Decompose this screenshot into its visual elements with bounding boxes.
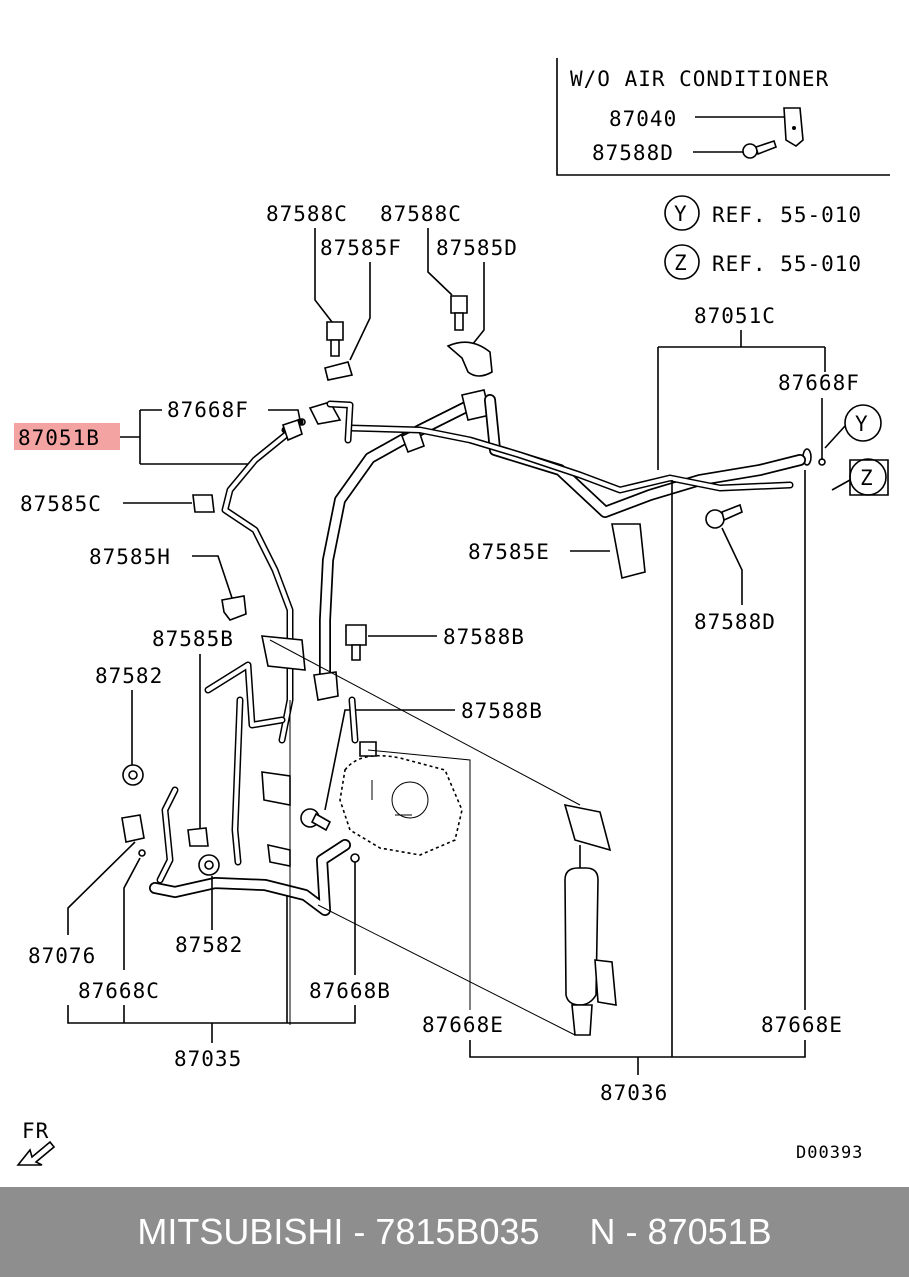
callout-87076[interactable]: 87076 xyxy=(28,944,96,968)
clip-87585h-icon xyxy=(221,595,247,621)
svg-text:Z: Z xyxy=(860,466,874,490)
bolt-87588c-left-icon xyxy=(326,321,344,357)
callout-87588c-right[interactable]: 87588C xyxy=(380,202,462,226)
svg-text:Z: Z xyxy=(674,251,688,275)
callout-87588c-left[interactable]: 87588C xyxy=(266,202,348,226)
bolt-87588b-top-icon xyxy=(345,624,367,661)
footer-text: MITSUBISHI - 7815B035 N - 87051B xyxy=(137,1211,771,1253)
callout-87588b-mid[interactable]: 87588B xyxy=(461,699,543,723)
callout-87585e[interactable]: 87585E xyxy=(468,540,550,564)
receiver-drier-icon xyxy=(563,803,617,1036)
bracket-center-mid-icon xyxy=(261,771,291,806)
front-arrow-icon: FR xyxy=(16,1119,56,1166)
callout-87585h[interactable]: 87585H xyxy=(89,545,171,569)
callout-87588d[interactable]: 87588D xyxy=(694,610,776,634)
connector-z: Z xyxy=(831,458,889,496)
diagram-code: D00393 xyxy=(796,1143,863,1163)
callout-87582-top[interactable]: 87582 xyxy=(95,664,163,688)
callout-87585f[interactable]: 87585F xyxy=(320,236,402,260)
inset-part-87588d[interactable]: 87588D xyxy=(592,141,674,165)
highlight-87051b xyxy=(14,423,120,450)
parts-diagram: W/O AIR CONDITIONER 87040 87588D Y REF. … xyxy=(14,58,890,1166)
svg-text:Y: Y xyxy=(674,202,688,226)
callout-87036[interactable]: 87036 xyxy=(600,1081,668,1105)
inset-part-87040[interactable]: 87040 xyxy=(609,107,677,131)
bolt-87588c-right-icon xyxy=(450,295,468,331)
bracket-center-low-icon xyxy=(267,843,291,867)
inset-title: W/O AIR CONDITIONER xyxy=(570,67,829,91)
ref-y-text: REF. 55-010 xyxy=(712,203,862,227)
inset-without-ac: W/O AIR CONDITIONER 87040 87588D xyxy=(556,58,890,176)
ref-z: Z REF. 55-010 xyxy=(664,244,862,280)
nut-87582-top-icon xyxy=(122,764,144,786)
callout-87668b[interactable]: 87668B xyxy=(309,979,391,1003)
pipe-87051c xyxy=(308,394,806,518)
bolt-87588b-mid-icon xyxy=(300,808,332,832)
callout-87588b-top[interactable]: 87588B xyxy=(443,625,525,649)
callout-87585b[interactable]: 87585B xyxy=(152,627,234,651)
callout-87582-bottom[interactable]: 87582 xyxy=(175,933,243,957)
footer-ref: N - 87051B xyxy=(589,1211,772,1252)
switch-87076-icon xyxy=(121,814,145,843)
callout-87051c[interactable]: 87051C xyxy=(694,304,776,328)
fr-label: FR xyxy=(22,1119,49,1143)
svg-text:Y: Y xyxy=(855,412,869,436)
compressor-icon xyxy=(339,741,463,856)
clip-87585b-icon xyxy=(187,827,209,847)
callout-87668f-right[interactable]: 87668F xyxy=(778,371,860,395)
bracket-center-top-icon xyxy=(261,635,306,671)
footer-bar: MITSUBISHI - 7815B035 N - 87051B xyxy=(0,1187,909,1277)
ref-z-text: REF. 55-010 xyxy=(712,252,862,276)
clip-87585f-icon xyxy=(324,361,354,381)
callout-87668c[interactable]: 87668C xyxy=(78,979,160,1003)
pipe-87035 xyxy=(149,661,351,916)
callout-87051b[interactable]: 87051B xyxy=(18,426,100,450)
ref-y: Y REF. 55-010 xyxy=(664,195,862,231)
callout-87585c[interactable]: 87585C xyxy=(20,492,102,516)
grommet-87585c-icon xyxy=(192,494,215,513)
callout-87668e-right[interactable]: 87668E xyxy=(761,1013,843,1037)
clamp-87585d-icon xyxy=(446,341,493,377)
callout-87668f-left[interactable]: 87668F xyxy=(167,398,249,422)
bolt-87588d-icon xyxy=(705,503,743,529)
callout-87668e-left[interactable]: 87668E xyxy=(422,1013,504,1037)
callout-87585d[interactable]: 87585D xyxy=(436,236,518,260)
pipe-87051b xyxy=(221,418,304,744)
callout-87035[interactable]: 87035 xyxy=(174,1047,242,1071)
connector-y: Y xyxy=(824,404,882,449)
clip-87585e-icon xyxy=(611,523,646,579)
nut-87582-bottom-icon xyxy=(198,854,220,876)
footer-brand-part: MITSUBISHI - 7815B035 xyxy=(137,1211,540,1252)
bolt-icon xyxy=(742,143,758,159)
